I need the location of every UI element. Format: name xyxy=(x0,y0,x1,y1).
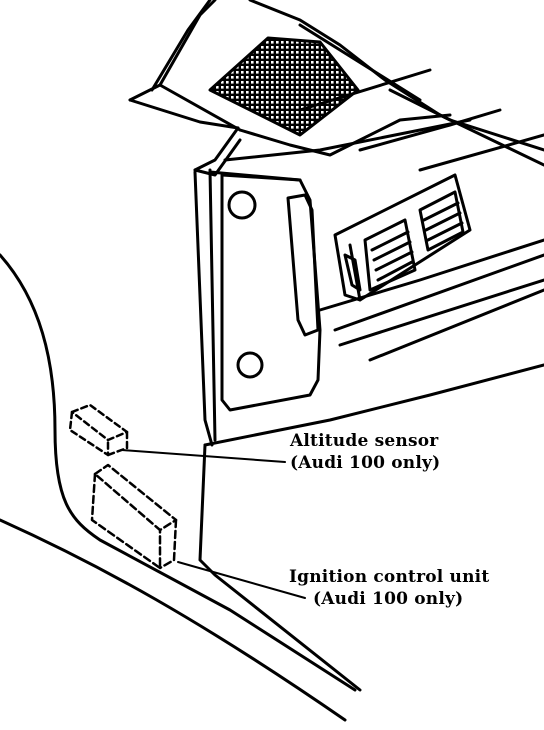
speaker-grille xyxy=(208,36,360,137)
altitude-sensor-box xyxy=(68,403,129,457)
altitude-leader-line xyxy=(121,449,286,463)
ignition-leader-line xyxy=(177,561,306,599)
ignition-control-unit-title: Ignition control unit xyxy=(289,567,490,587)
side-trim-panel xyxy=(220,173,322,412)
a-pillar xyxy=(193,168,544,447)
kick-panel-edges xyxy=(0,253,362,722)
altitude-sensor-title: Altitude sensor xyxy=(290,431,439,451)
altitude-sensor-label: Altitude sensor (Audi 100 only) xyxy=(290,430,440,474)
altitude-sensor-note: (Audi 100 only) xyxy=(290,453,441,473)
upper-round-hole xyxy=(227,190,257,220)
air-vent-assembly xyxy=(333,173,472,302)
dashboard-top xyxy=(128,0,544,177)
dashboard-panel xyxy=(223,68,544,172)
ignition-control-unit-label: Ignition control unit (Audi 100 only) xyxy=(289,566,489,610)
lower-dashboard xyxy=(318,238,544,362)
ignition-control-unit-box xyxy=(90,463,178,570)
ignition-control-unit-note: (Audi 100 only) xyxy=(313,589,464,609)
lower-round-hole xyxy=(236,351,264,379)
